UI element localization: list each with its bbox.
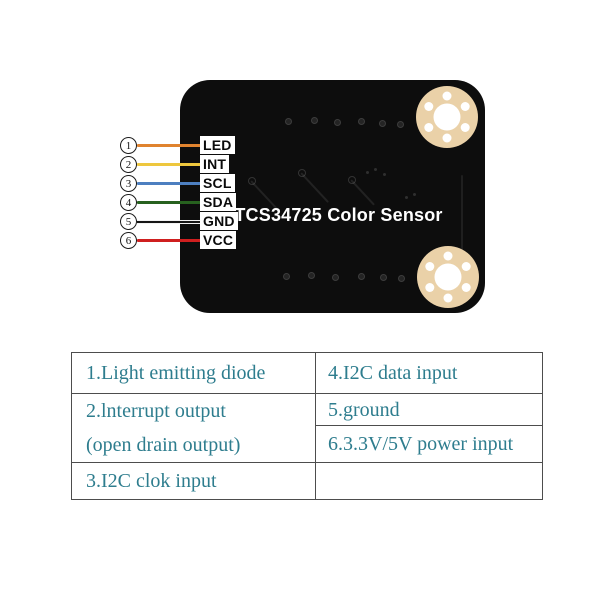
pin-number-badge: 3 bbox=[120, 175, 137, 192]
pin-label-vcc: VCC bbox=[200, 231, 237, 249]
mounting-hole-bottom bbox=[417, 246, 479, 308]
pcb-dot bbox=[405, 196, 408, 199]
wire-gnd bbox=[137, 220, 203, 224]
solder-pad bbox=[283, 273, 290, 280]
table-cell-text: 5.ground bbox=[328, 398, 400, 421]
pin-number-badge: 1 bbox=[120, 137, 137, 154]
pin-number-badge: 2 bbox=[120, 156, 137, 173]
board-title: TCS34725 Color Sensor bbox=[234, 205, 443, 225]
pin-label-led: LED bbox=[200, 136, 235, 154]
pcb-dot bbox=[383, 173, 386, 176]
pin-number-badge: 4 bbox=[120, 194, 137, 211]
via-dot bbox=[248, 177, 256, 185]
pin-label-gnd: GND bbox=[200, 212, 238, 230]
pcb-dot bbox=[413, 193, 416, 196]
table-cell-text: 4.I2C data input bbox=[328, 362, 458, 384]
wire-vcc bbox=[137, 239, 203, 242]
wire-led bbox=[137, 144, 203, 147]
pin-description-table: 1.Light emitting diode 2.lnterrupt outpu… bbox=[71, 352, 543, 500]
solder-pad bbox=[380, 274, 387, 281]
solder-pad bbox=[398, 275, 405, 282]
table-cell: 2.lnterrupt output (open drain output) bbox=[72, 394, 315, 463]
pin-label-int: INT bbox=[200, 155, 230, 173]
pin-label-scl: SCL bbox=[200, 174, 235, 192]
pcb-trace bbox=[350, 179, 375, 206]
pcb-dot bbox=[374, 168, 377, 171]
table-cell-text: 3.I2C clok input bbox=[86, 470, 217, 492]
pin-label-sda: SDA bbox=[200, 193, 237, 211]
via-dot bbox=[348, 176, 356, 184]
wire-int bbox=[137, 163, 203, 166]
table-cell-text: (open drain output) bbox=[86, 434, 241, 456]
pin-number-badge: 6 bbox=[120, 232, 137, 249]
pcb-dot bbox=[366, 171, 369, 174]
table-left-column: 1.Light emitting diode 2.lnterrupt outpu… bbox=[72, 353, 316, 499]
pcb-trace bbox=[300, 172, 330, 203]
table-cell: 1.Light emitting diode bbox=[72, 353, 315, 394]
solder-pad bbox=[285, 118, 292, 125]
via-dot bbox=[298, 169, 306, 177]
pcb-trace bbox=[461, 175, 463, 250]
solder-pad bbox=[358, 273, 365, 280]
solder-pad bbox=[379, 120, 386, 127]
table-cell: 4.I2C data input bbox=[316, 353, 542, 394]
table-cell: 6.3.3V/5V power input bbox=[316, 426, 542, 463]
wire-scl bbox=[137, 182, 203, 185]
solder-pad bbox=[311, 117, 318, 124]
table-cell: 5.ground bbox=[316, 394, 542, 426]
table-cell-text: 6.3.3V/5V power input bbox=[328, 433, 514, 455]
solder-pad bbox=[332, 274, 339, 281]
solder-pad bbox=[334, 119, 341, 126]
solder-pad bbox=[308, 272, 315, 279]
table-cell-text: 1.Light emitting diode bbox=[86, 362, 266, 384]
table-cell-empty bbox=[316, 463, 542, 499]
pin-number-badge: 5 bbox=[120, 213, 137, 230]
solder-pad bbox=[397, 121, 404, 128]
table-cell-text: 2.lnterrupt output bbox=[86, 400, 226, 422]
solder-pad bbox=[358, 118, 365, 125]
wire-sda bbox=[137, 201, 203, 204]
mounting-hole-top bbox=[416, 86, 478, 148]
table-cell: 3.I2C clok input bbox=[72, 463, 315, 499]
table-right-column: 4.I2C data input 5.ground 6.3.3V/5V powe… bbox=[316, 353, 542, 499]
